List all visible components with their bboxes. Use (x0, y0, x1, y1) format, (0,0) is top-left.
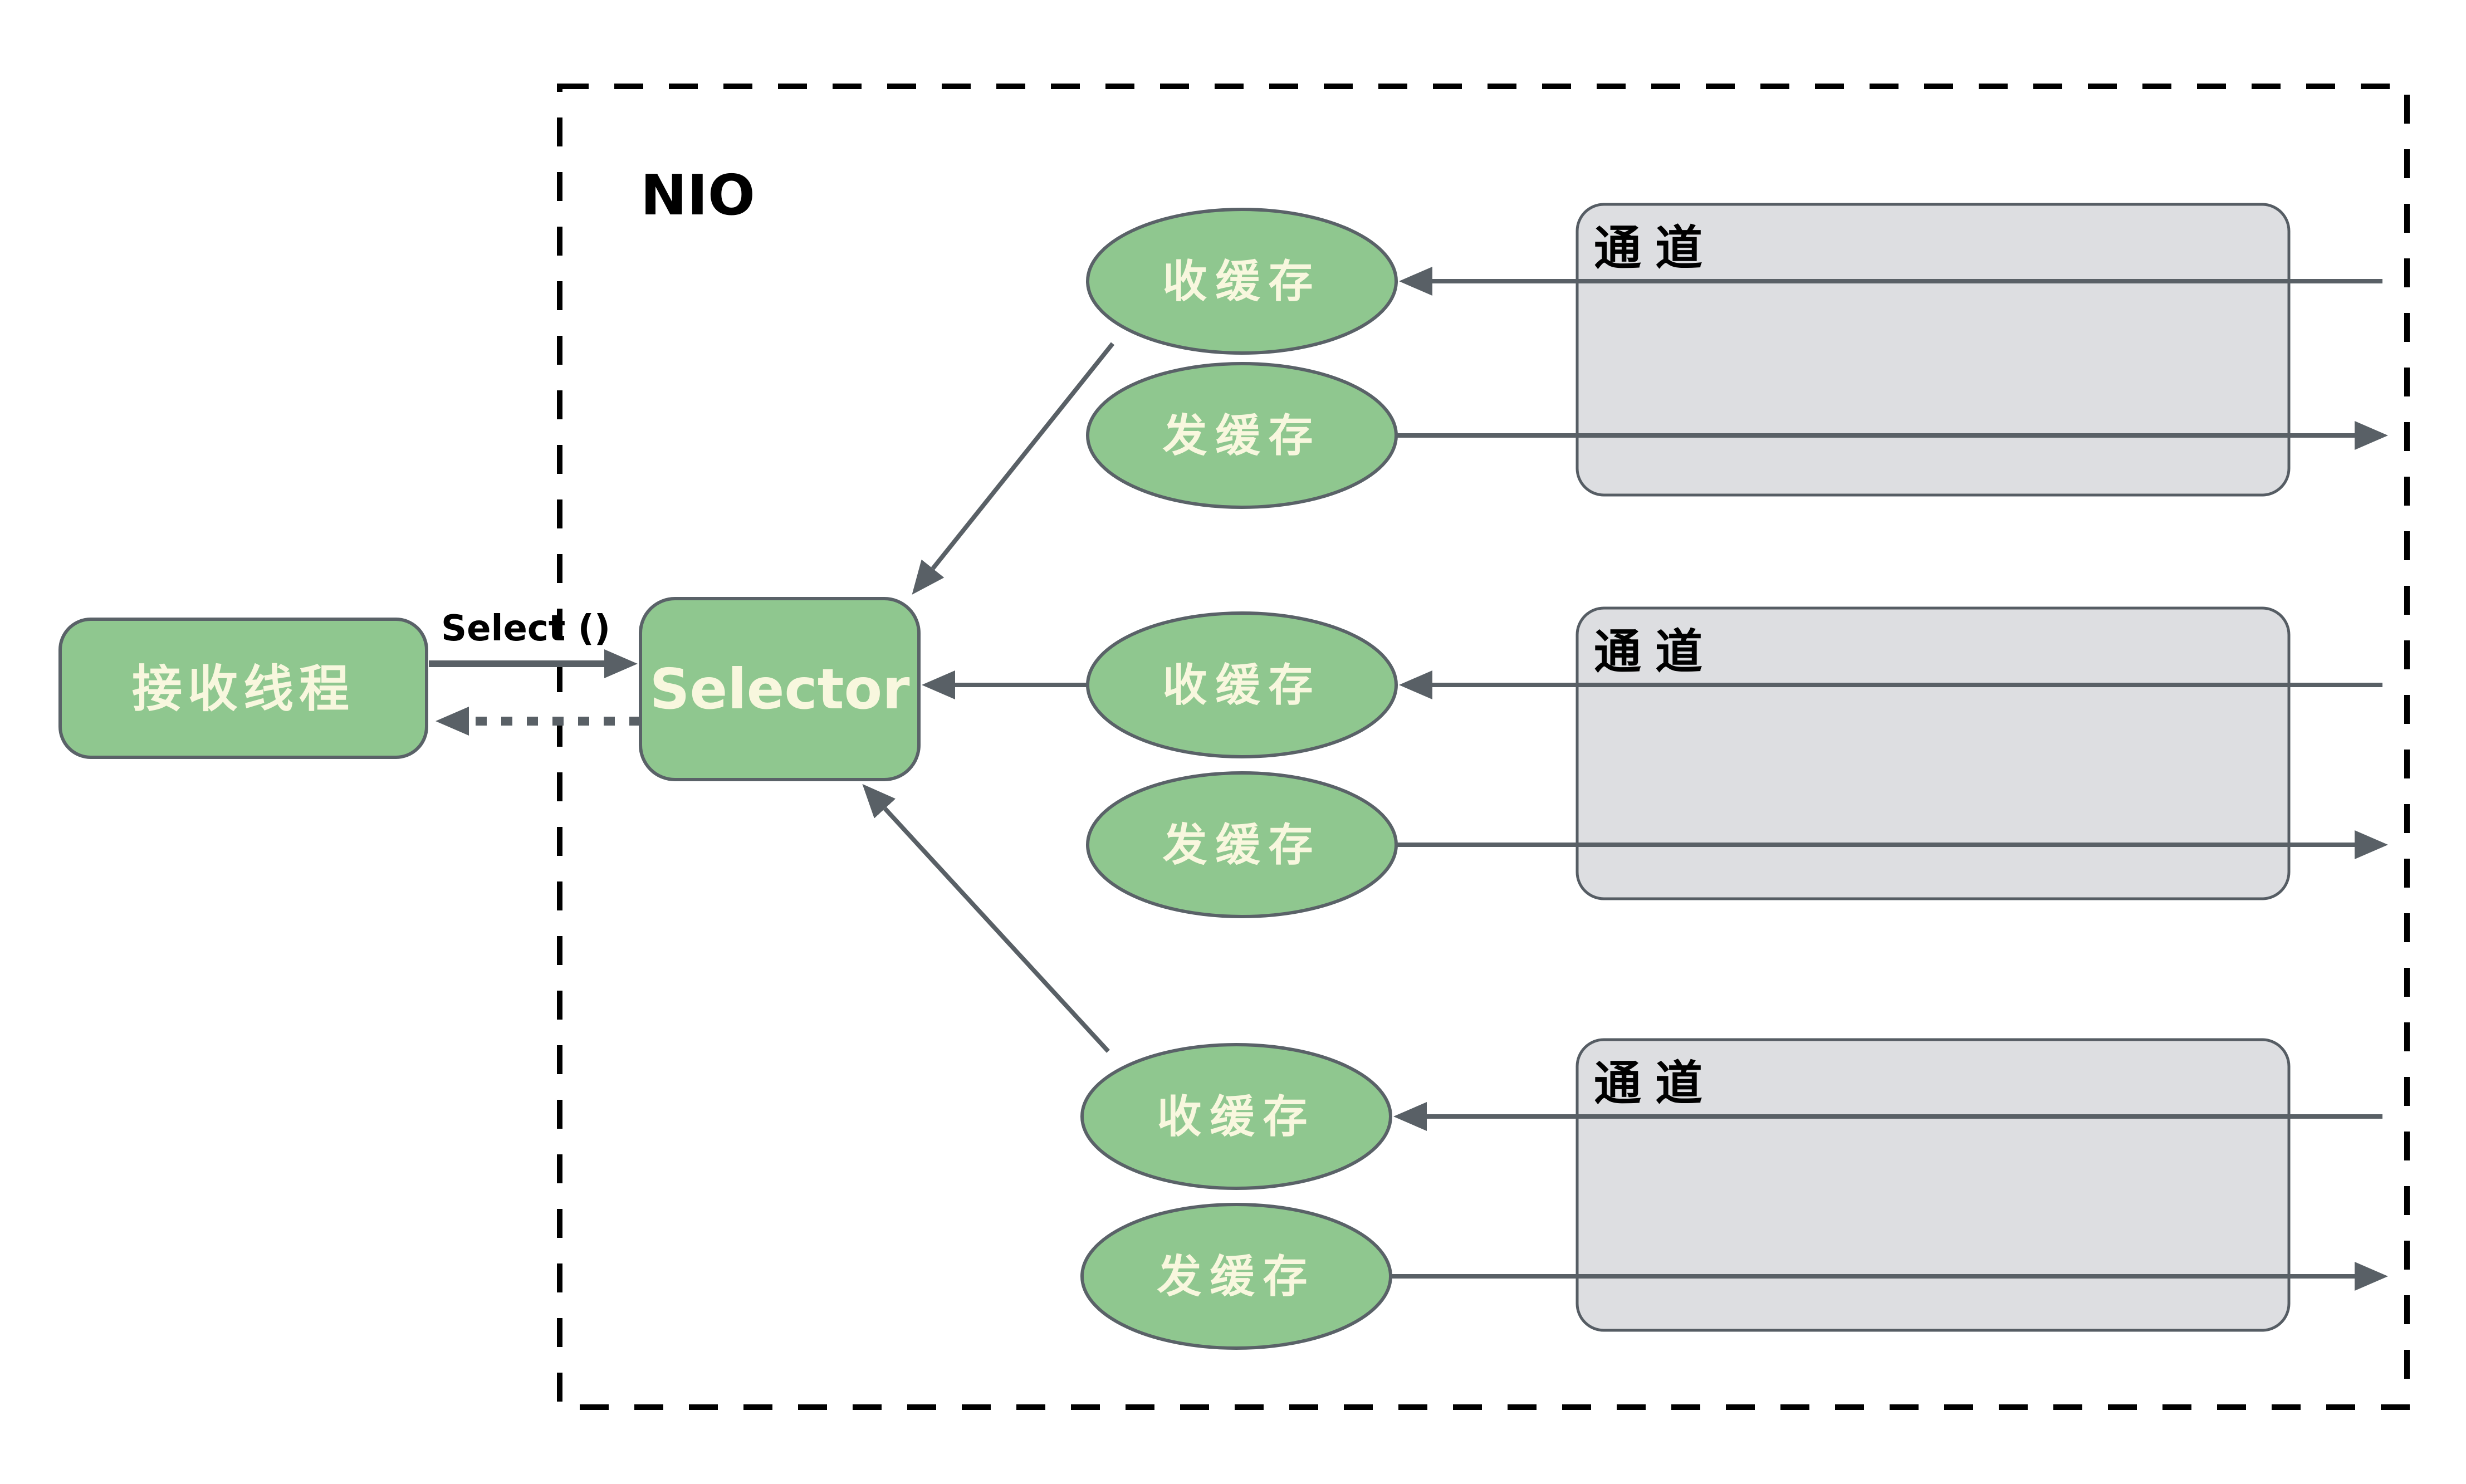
channel-row-2: 通道 收缓存 发缓存 (1086, 606, 2388, 918)
send-buffer-ellipse (1086, 771, 1398, 918)
channel-box (1576, 1038, 2291, 1332)
channel-label: 通道 (1594, 221, 1716, 276)
selector-node: Selector (639, 597, 921, 781)
channel-box (1576, 203, 2291, 497)
send-buffer-label: 发缓存 (1163, 819, 1322, 871)
row1-recv-to-selector-arrow (912, 342, 1115, 595)
nio-label: NIO (640, 163, 755, 228)
channel-row-1: 通道 收缓存 发缓存 (1086, 203, 2388, 509)
send-buffer-ellipse (1080, 1203, 1392, 1350)
selector-box (639, 597, 921, 781)
selector-label: Selector (649, 657, 910, 722)
recv-buffer-label: 收缓存 (1163, 659, 1322, 711)
receiver-thread-label: 接收线程 (132, 660, 355, 718)
channel-label: 通道 (1594, 1056, 1716, 1111)
nio-boundary-box (557, 84, 2410, 1410)
recv-buffer-ellipse (1086, 611, 1398, 758)
recv-buffer-ellipse (1086, 208, 1398, 355)
recv-buffer-label: 收缓存 (1163, 256, 1322, 307)
select-call-label: Select () (441, 608, 610, 649)
recv-buffer-ellipse (1080, 1043, 1392, 1190)
receiver-thread-box (58, 618, 428, 759)
channel-label: 通道 (1594, 625, 1716, 680)
receiver-thread-node: 接收线程 (58, 618, 428, 759)
channel-box (1576, 606, 2291, 900)
row3-recv-to-selector-arrow (862, 783, 1110, 1053)
recv-buffer-label: 收缓存 (1157, 1091, 1316, 1143)
send-buffer-ellipse (1086, 362, 1398, 509)
channel-row-3: 通道 收缓存 发缓存 (1080, 1038, 2388, 1350)
send-buffer-label: 发缓存 (1157, 1251, 1316, 1302)
send-buffer-label: 发缓存 (1163, 410, 1322, 462)
